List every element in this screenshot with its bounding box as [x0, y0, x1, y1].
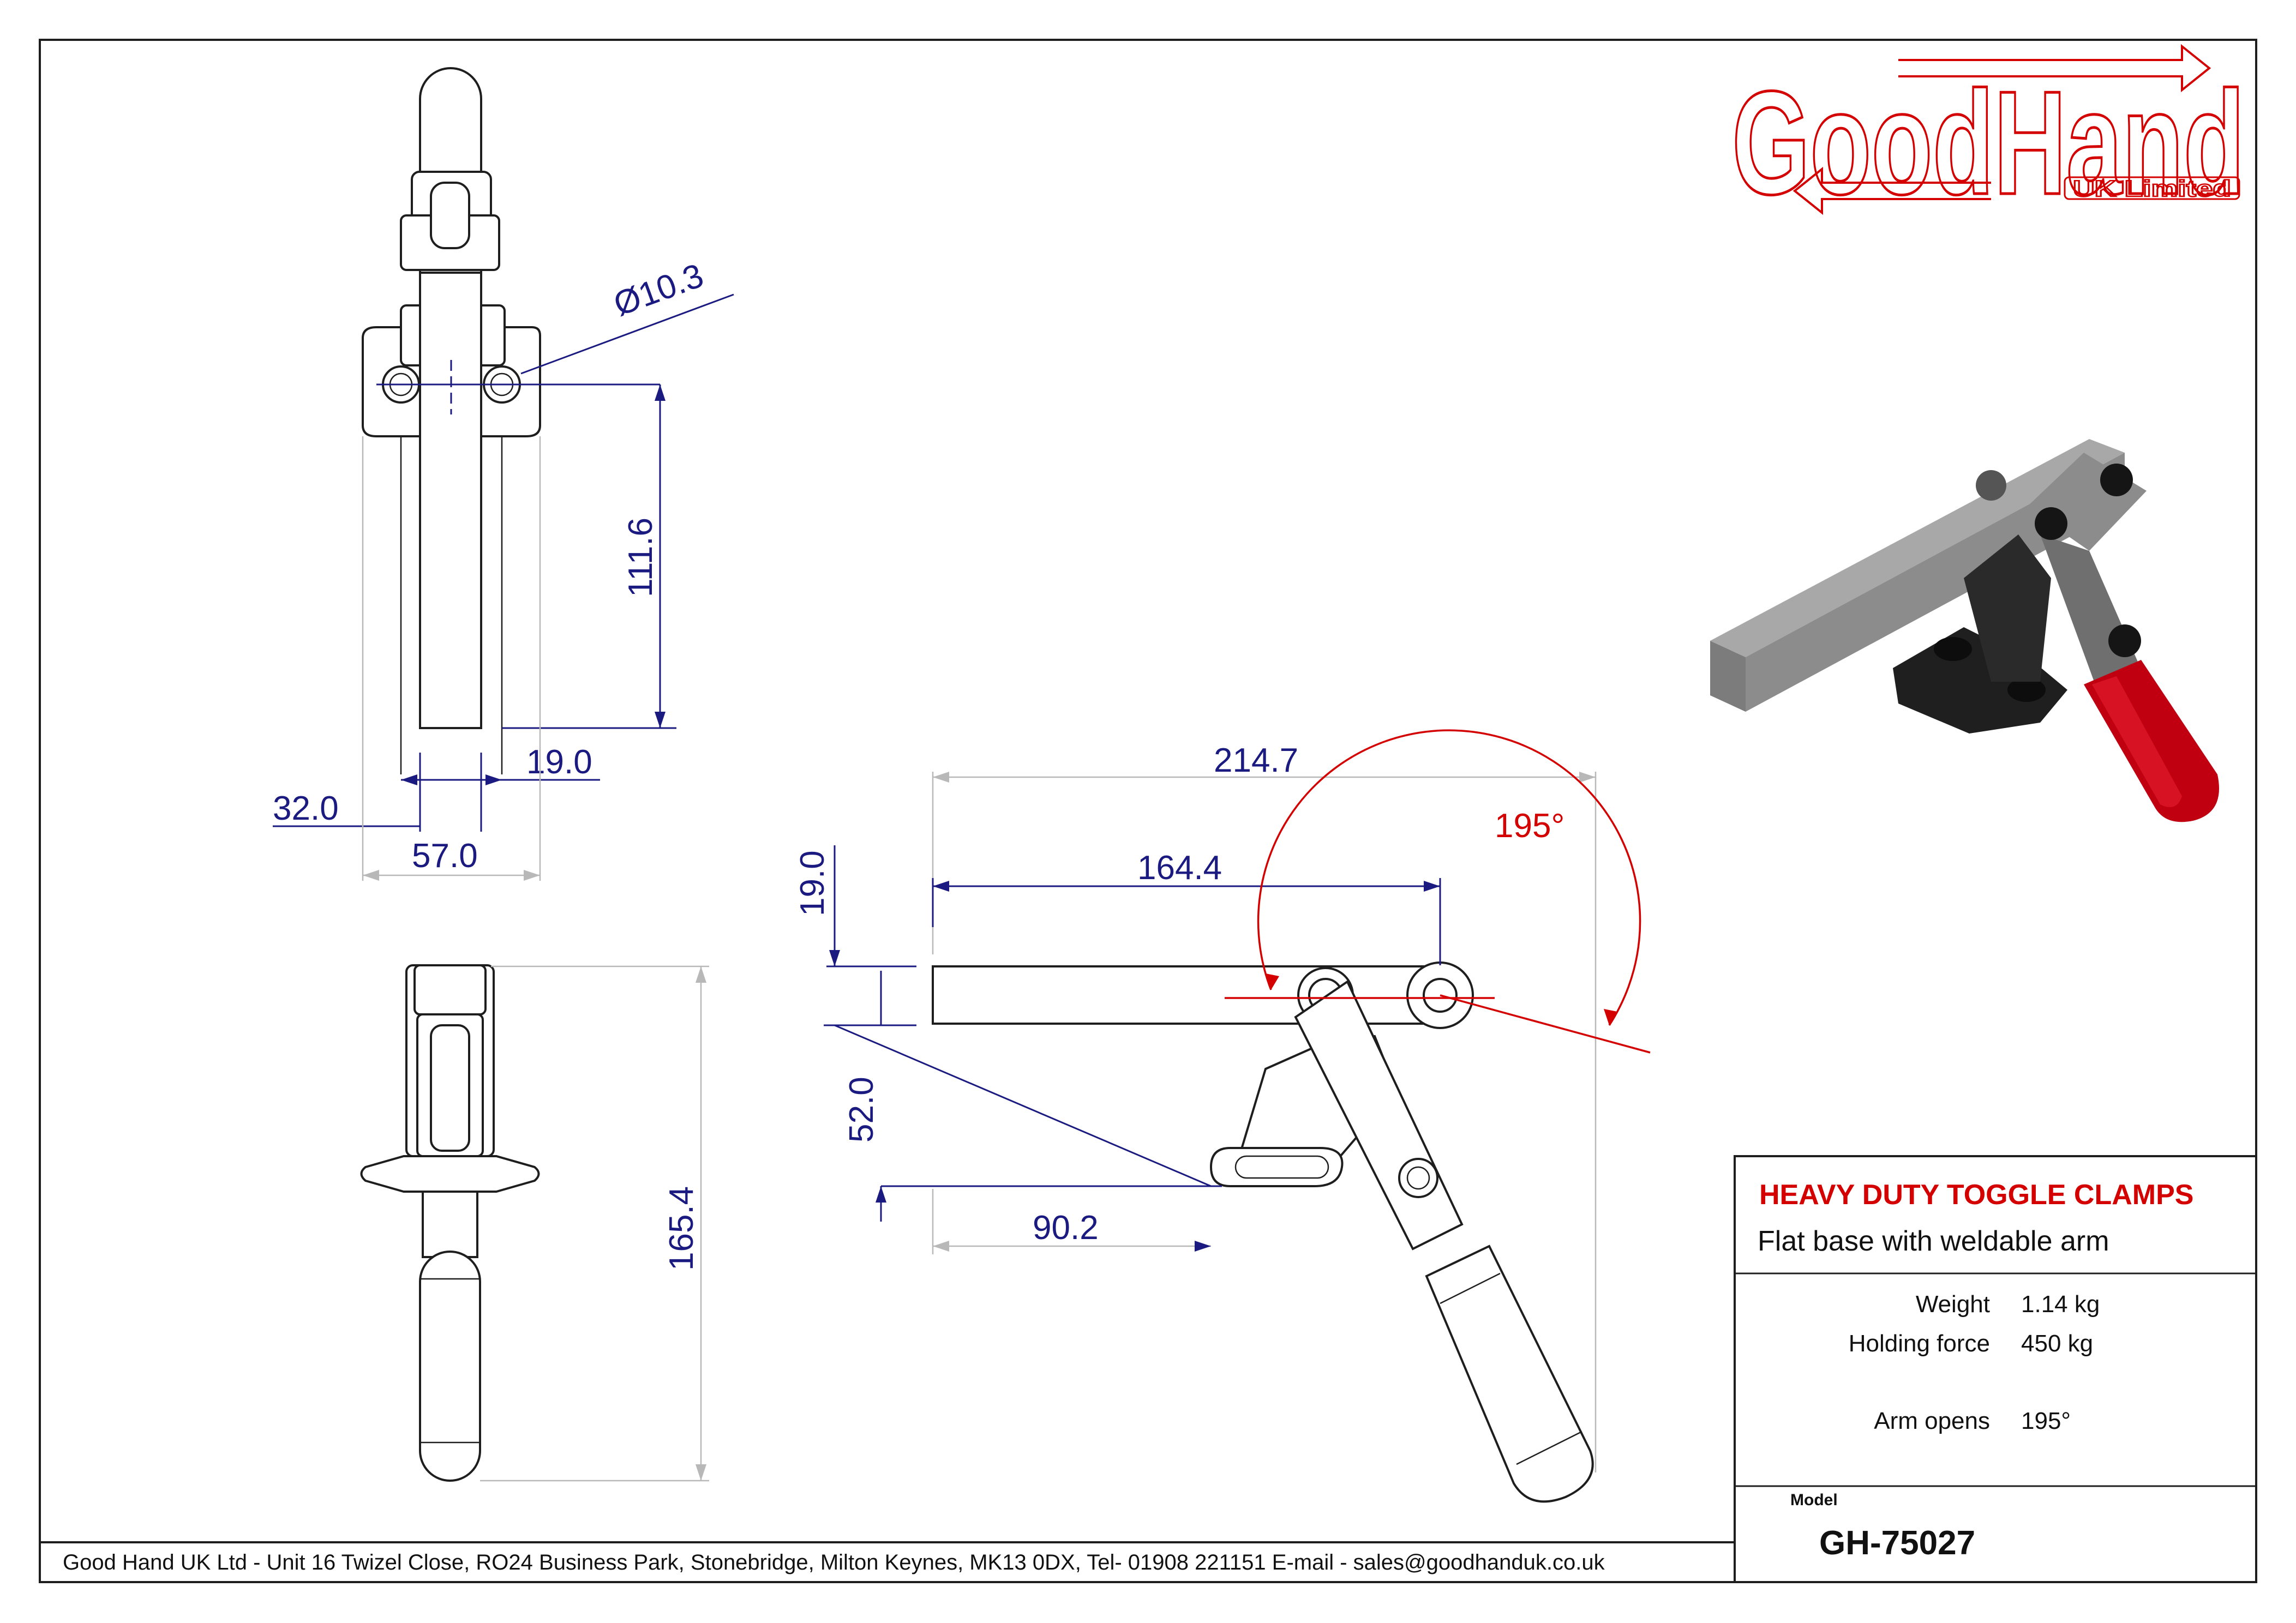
- title-block-title: HEAVY DUTY TOGGLE CLAMPS: [1759, 1179, 2193, 1211]
- spec-holding-force-value: 450 kg: [2021, 1330, 2093, 1357]
- title-block-subtitle: Flat base with weldable arm: [1758, 1225, 2109, 1257]
- side-view: [932, 961, 1594, 1503]
- front-view-dimensions: 165.4: [480, 965, 709, 1482]
- dim-top-height: 111.6: [622, 518, 660, 597]
- logo-arrow-left: [1793, 166, 1991, 215]
- front-handle-grip: [419, 1251, 481, 1482]
- dim-side-arm-height: 19.0: [794, 850, 831, 916]
- footer-address: Good Hand UK Ltd - Unit 16 Twizel Close,…: [63, 1550, 1605, 1574]
- dim-side-arm-length: 164.4: [1137, 849, 1222, 887]
- arm-opening-arc: [1257, 729, 1641, 1026]
- dim-top-hole-spacing: 32.0: [273, 790, 339, 827]
- dim-side-pivot-height: 52.0: [843, 1077, 880, 1143]
- dim-side-overall: 214.7: [1214, 742, 1298, 779]
- dim-front-height: 165.4: [663, 1186, 700, 1271]
- drawing-border: [39, 39, 2257, 1583]
- side-view-dimensions: 214.7 164.4 19.0 52.0 90.2 195°: [794, 729, 1651, 1472]
- side-base: [1209, 1147, 1344, 1187]
- dim-hole-diameter: Ø10.3: [609, 257, 708, 324]
- goodhand-logo: GoodHand UK Limited: [1731, 44, 2246, 227]
- spec-weight-value: 1.14 kg: [2021, 1291, 2100, 1318]
- dim-top-width: 57.0: [412, 837, 478, 875]
- title-block: HEAVY DUTY TOGGLE CLAMPS Flat base with …: [1734, 1155, 2257, 1583]
- footer: Good Hand UK Ltd - Unit 16 Twizel Close,…: [40, 1541, 1735, 1574]
- spec-arm-opens-value: 195°: [2021, 1408, 2071, 1434]
- dim-side-base-offset: 90.2: [1033, 1209, 1099, 1247]
- render-arm-side: [1746, 453, 2125, 712]
- logo-arrow-right: [1898, 44, 2211, 93]
- top-view: [362, 67, 660, 774]
- model-number: GH-75027: [1819, 1524, 1975, 1562]
- render-arm-top: [1710, 439, 2125, 657]
- model-label: Model: [1790, 1491, 1838, 1509]
- logo-subtitle-text: UK Limited: [2073, 176, 2231, 201]
- dim-top-offset: 19.0: [526, 743, 592, 781]
- render-arm-front: [1710, 641, 1746, 712]
- dim-arm-opening: 195°: [1495, 807, 1564, 845]
- logo-subtitle-box: [2064, 176, 2240, 200]
- spec-weight-label: Weight: [1916, 1291, 1990, 1318]
- spec-holding-force-label: Holding force: [1849, 1330, 1990, 1357]
- side-handle: [1425, 1245, 1594, 1503]
- clamp-3d-render: [1710, 439, 2219, 822]
- spec-arm-opens-label: Arm opens: [1874, 1408, 1990, 1434]
- front-view: [360, 964, 540, 1482]
